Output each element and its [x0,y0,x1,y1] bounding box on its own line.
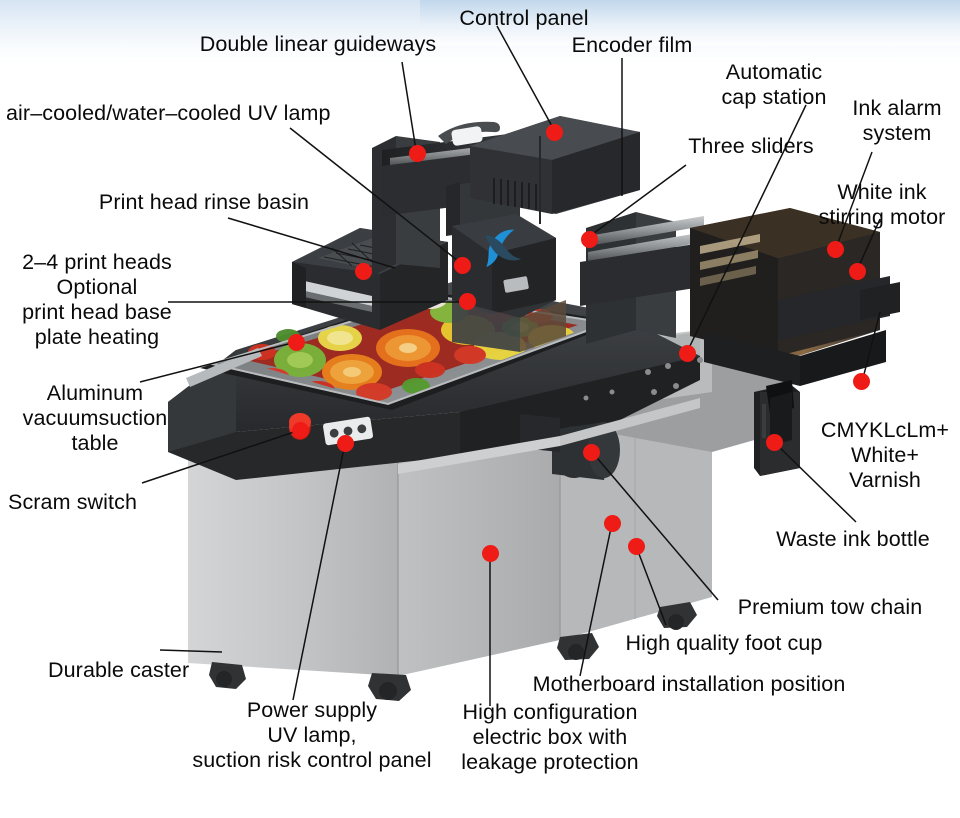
background-sky-gradient-right [420,0,960,46]
label-encoder-film: Encoder film [571,33,693,57]
callout-dot-uv-lamp[interactable] [454,257,471,274]
label-premium-tow-chain: Premium tow chain [737,595,923,619]
callout-dot-print-head-rinse-basin[interactable] [355,263,372,280]
callout-dot-double-linear-guideways[interactable] [409,145,426,162]
label-automatic-cap-station: Automatic cap station [721,60,827,109]
callout-dot-aluminum-table[interactable] [288,334,305,351]
label-waste-ink-bottle: Waste ink bottle [776,527,930,551]
callout-dot-motherboard-position[interactable] [604,515,621,532]
callout-dot-automatic-cap-station[interactable] [679,345,696,362]
label-three-sliders: Three sliders [688,134,814,158]
callout-dot-control-panel[interactable] [546,124,563,141]
label-power-supply: Power supply UV lamp, suction risk contr… [192,698,432,772]
callout-dot-high-configuration-box[interactable] [482,545,499,562]
label-white-ink-stirring-motor: White ink stirring motor [818,180,946,229]
label-uv-lamp: air–cooled/water–cooled UV lamp [6,101,331,125]
label-high-configuration-box: High configuration electric box with lea… [461,700,639,774]
label-durable-caster: Durable caster [48,658,190,682]
label-control-panel: Control panel [459,6,589,30]
callout-dot-three-sliders[interactable] [581,231,598,248]
label-double-linear-guideways: Double linear guideways [199,32,437,56]
label-print-head-rinse-basin: Print head rinse basin [98,190,310,214]
label-scram-switch: Scram switch [8,490,138,514]
label-aluminum-table: Aluminum vacuumsuction table [22,381,168,455]
label-high-quality-foot-cup: High quality foot cup [625,631,823,655]
callout-dot-high-quality-foot-cup[interactable] [628,538,645,555]
callout-dot-ink-set[interactable] [853,373,870,390]
callout-dot-ink-alarm-system[interactable] [827,241,844,258]
label-motherboard-position: Motherboard installation position [532,672,846,696]
label-print-heads: 2–4 print heads Optional print head base… [22,250,172,349]
label-ink-set: CMYKLcLm+ White+ Varnish [820,418,950,492]
label-ink-alarm-system: Ink alarm system [852,96,942,145]
callout-dot-scram-switch[interactable] [292,422,309,439]
callout-dot-waste-ink-bottle[interactable] [766,434,783,451]
callout-dot-print-heads[interactable] [459,293,476,310]
callout-dot-premium-tow-chain[interactable] [583,444,600,461]
callout-dot-white-ink-stirring-motor[interactable] [849,263,866,280]
callout-dot-power-supply[interactable] [337,435,354,452]
